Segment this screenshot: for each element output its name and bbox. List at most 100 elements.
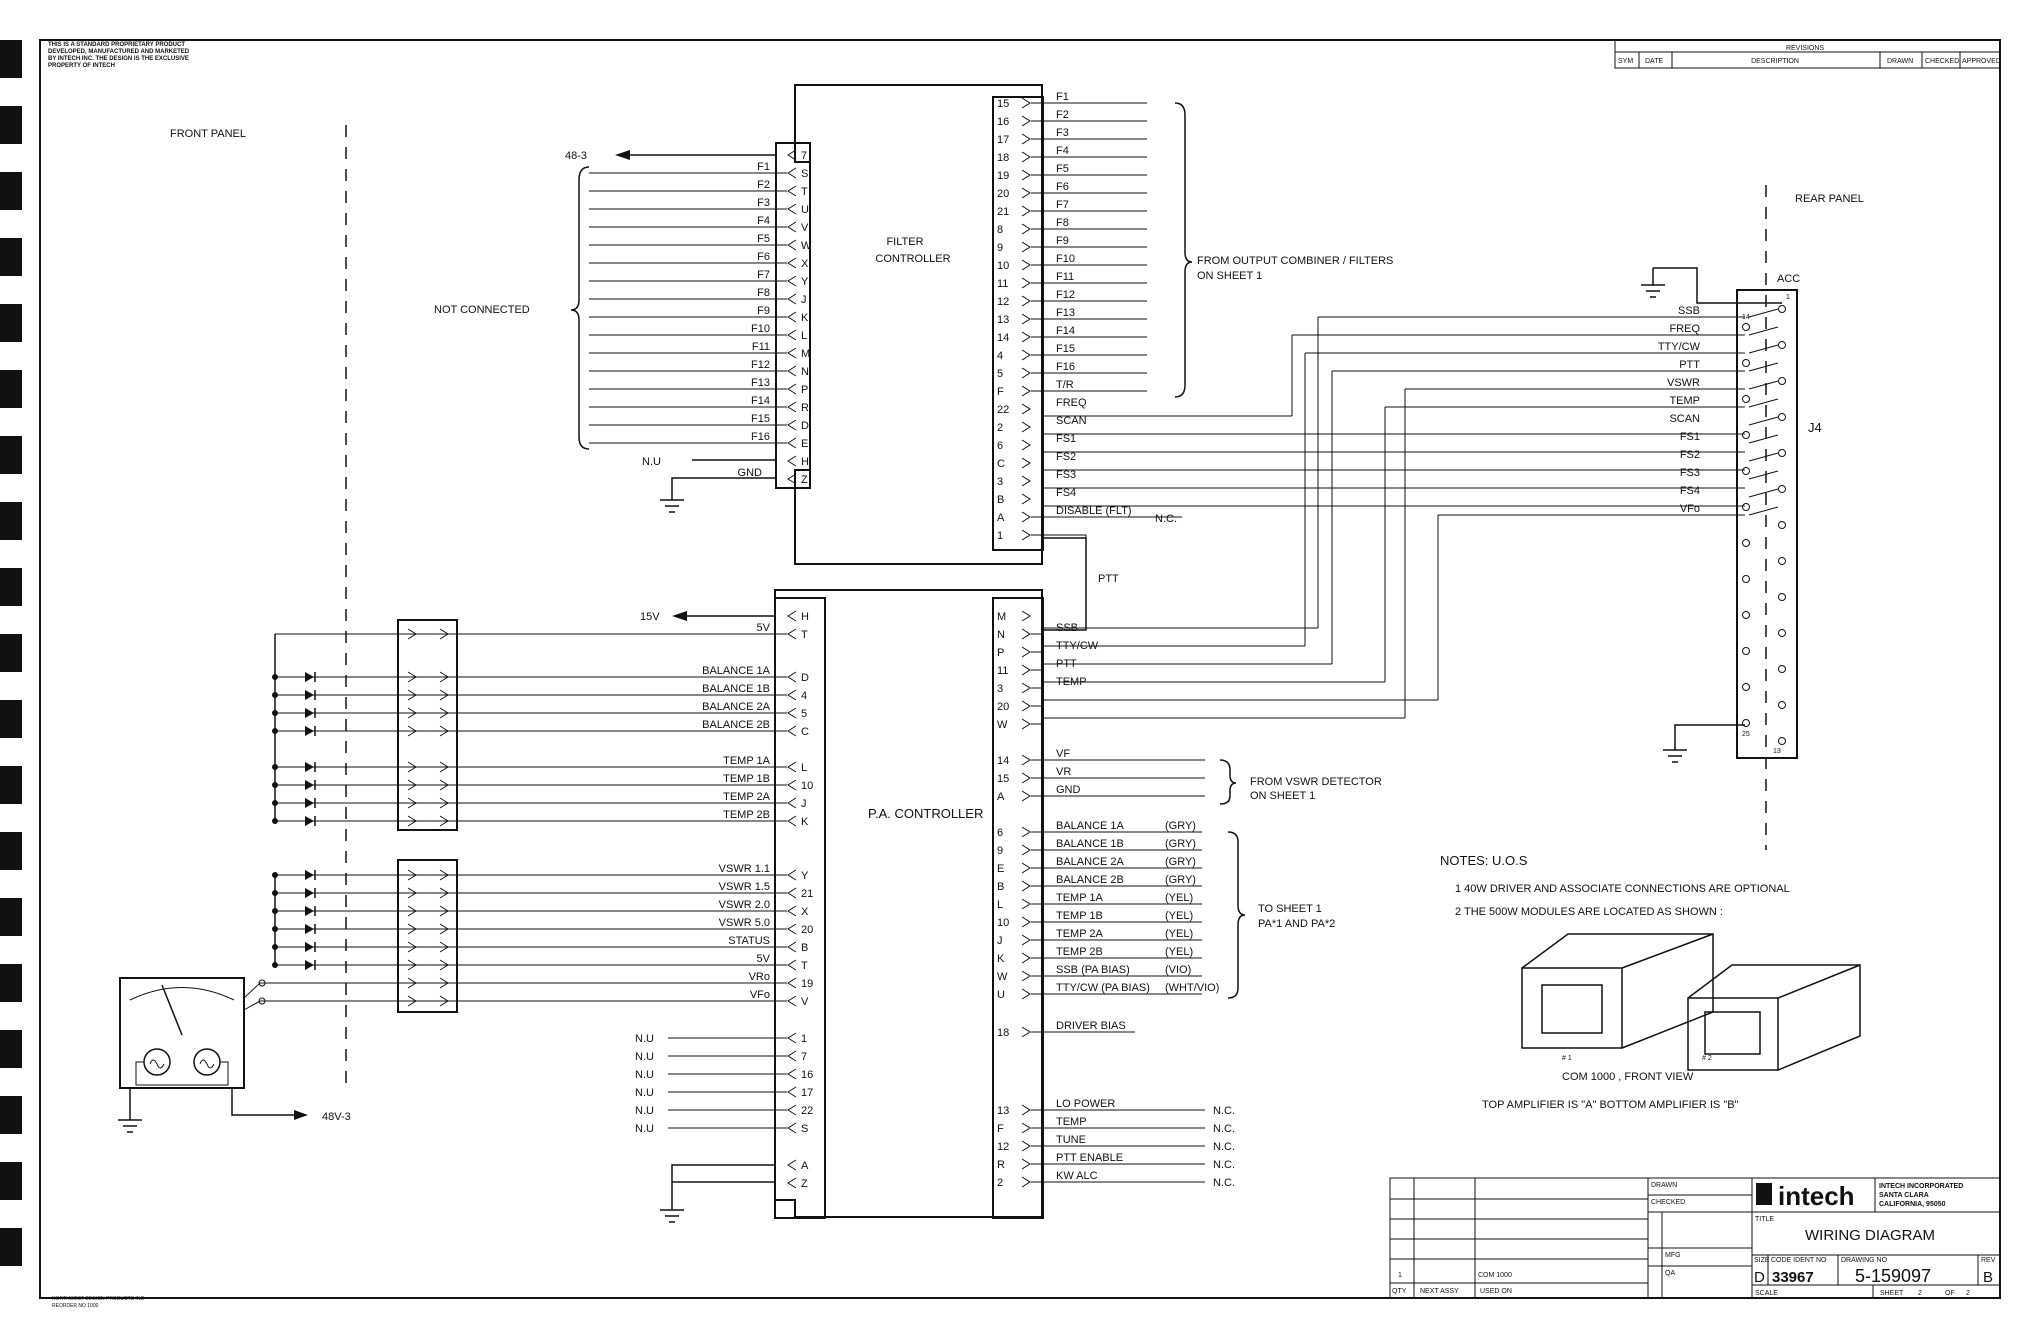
binder-hole: [0, 172, 22, 210]
rear-signal-label: PTT: [1679, 359, 1700, 371]
signal-label: F4: [757, 215, 770, 227]
pin-label: Z: [801, 474, 808, 486]
signal-label: BALANCE 1A: [702, 665, 771, 677]
pin-label: B: [997, 494, 1004, 506]
j4-pin-socket: [1778, 449, 1786, 457]
pin-label: 18: [997, 152, 1009, 164]
signal-label: F1: [757, 161, 770, 173]
j4-cross-link: [1748, 308, 1779, 318]
tb-field: DRAWN: [1651, 1182, 1677, 1189]
rev-col: SYM: [1618, 58, 1633, 65]
diode-icon: [305, 942, 314, 952]
j4-pin-socket: [1742, 575, 1750, 583]
j4-cross-link: [1748, 416, 1779, 426]
rear-signal-label: FS4: [1680, 485, 1700, 497]
pin-label: 5: [801, 708, 807, 720]
binder-hole: [0, 1030, 22, 1068]
j4-cross-link: [1748, 470, 1779, 480]
tb-field: DRAWING NO: [1841, 1257, 1888, 1264]
rear-signal-label: TTY/CW: [1658, 341, 1701, 353]
pin-label: J: [801, 798, 807, 810]
pin-chevron: [1021, 682, 1031, 694]
module-1-label: # 1: [1562, 1055, 1572, 1062]
pin-chevron: [407, 941, 417, 953]
binder-hole: [0, 1228, 22, 1266]
ptt-label: PTT: [1098, 573, 1119, 585]
signal-label: TEMP 2B: [723, 809, 770, 821]
rear-signal-label: FS3: [1680, 467, 1700, 479]
diode-icon: [305, 888, 314, 898]
pin-chevron: [787, 995, 797, 1007]
pin-label: 10: [997, 917, 1009, 929]
signal-label: BALANCE 2B: [702, 719, 770, 731]
pin-chevron: [1021, 169, 1031, 181]
pin-label: P: [801, 384, 808, 396]
pin-chevron: [1021, 862, 1031, 874]
pin-chevron: [787, 1032, 797, 1044]
pin-chevron: [1021, 97, 1031, 109]
pin-chevron: [1021, 331, 1031, 343]
signal-label: FS1: [1056, 433, 1076, 445]
pin-label: 13: [997, 314, 1009, 326]
signal-label: F7: [1056, 199, 1069, 211]
binder-hole: [0, 238, 22, 276]
diode-icon: [305, 924, 314, 934]
pin-label: V: [801, 222, 809, 234]
rear-signal-label: TEMP: [1669, 395, 1700, 407]
binder-hole: [0, 40, 22, 78]
pin-chevron: [1021, 880, 1031, 892]
junction-dot: [272, 926, 278, 932]
pin-chevron: [407, 671, 417, 683]
pin-chevron: [1021, 988, 1031, 1000]
arrow-15v: [672, 611, 687, 621]
terminal-icon: [258, 979, 266, 987]
signal-label: F16: [1056, 361, 1075, 373]
diode-icon: [305, 960, 314, 970]
signal-label: F8: [757, 287, 770, 299]
pin-chevron: [787, 707, 797, 719]
pin-chevron: [407, 869, 417, 881]
pin-label: 20: [997, 188, 1009, 200]
rear-signal-label: VFo: [1680, 503, 1700, 515]
signal-label: KW ALC: [1056, 1170, 1098, 1182]
tb-field: QA: [1665, 1270, 1675, 1277]
pin-chevron: [407, 905, 417, 917]
j4-pin-socket: [1778, 413, 1786, 421]
signal-label: TEMP 1B: [1056, 910, 1103, 922]
rear-signal-label: SCAN: [1669, 413, 1700, 425]
j4-pin: 1: [1786, 294, 1790, 301]
pin-chevron: [439, 977, 449, 989]
pin-chevron: [407, 689, 417, 701]
note-item: 2 THE 500W MODULES ARE LOCATED AS SHOWN …: [1455, 906, 1723, 918]
pin-label: X: [801, 906, 809, 918]
pin-label: 17: [997, 134, 1009, 146]
notice-line: PROPERTY OF INTECH: [48, 63, 115, 69]
pin-chevron: [1021, 511, 1031, 523]
pin-chevron: [1021, 151, 1031, 163]
pin-label: B: [997, 881, 1004, 893]
signal-label: F13: [751, 377, 770, 389]
pin-label: 1: [801, 1033, 807, 1045]
sheet-label: SHEET: [1880, 1290, 1904, 1297]
pin-chevron: [787, 1086, 797, 1098]
label-15v: 15V: [640, 611, 660, 623]
pin-chevron: [787, 167, 797, 179]
signal-label: BALANCE 2A: [702, 701, 771, 713]
binder-hole: [0, 1162, 22, 1200]
signal-label: BALANCE 1A: [1056, 820, 1125, 832]
to-sheet-label: PA*1 AND PA*2: [1258, 918, 1335, 930]
scale-label: SCALE: [1755, 1290, 1778, 1297]
not-connected-brace: [570, 166, 590, 450]
to-sheet-label: TO SHEET 1: [1258, 903, 1322, 915]
j4-cross-link: [1748, 362, 1779, 372]
pin-chevron: [1021, 1026, 1031, 1038]
pin-chevron: [439, 815, 449, 827]
signal-label: VSWR 1.1: [719, 863, 770, 875]
wire-gnd-a: [671, 1164, 776, 1210]
j4-pin: 14: [1742, 314, 1750, 321]
pin-chevron: [1021, 916, 1031, 928]
pin-label: 13: [997, 1105, 1009, 1117]
pin-label: 21: [997, 206, 1009, 218]
pin-chevron: [1021, 952, 1031, 964]
